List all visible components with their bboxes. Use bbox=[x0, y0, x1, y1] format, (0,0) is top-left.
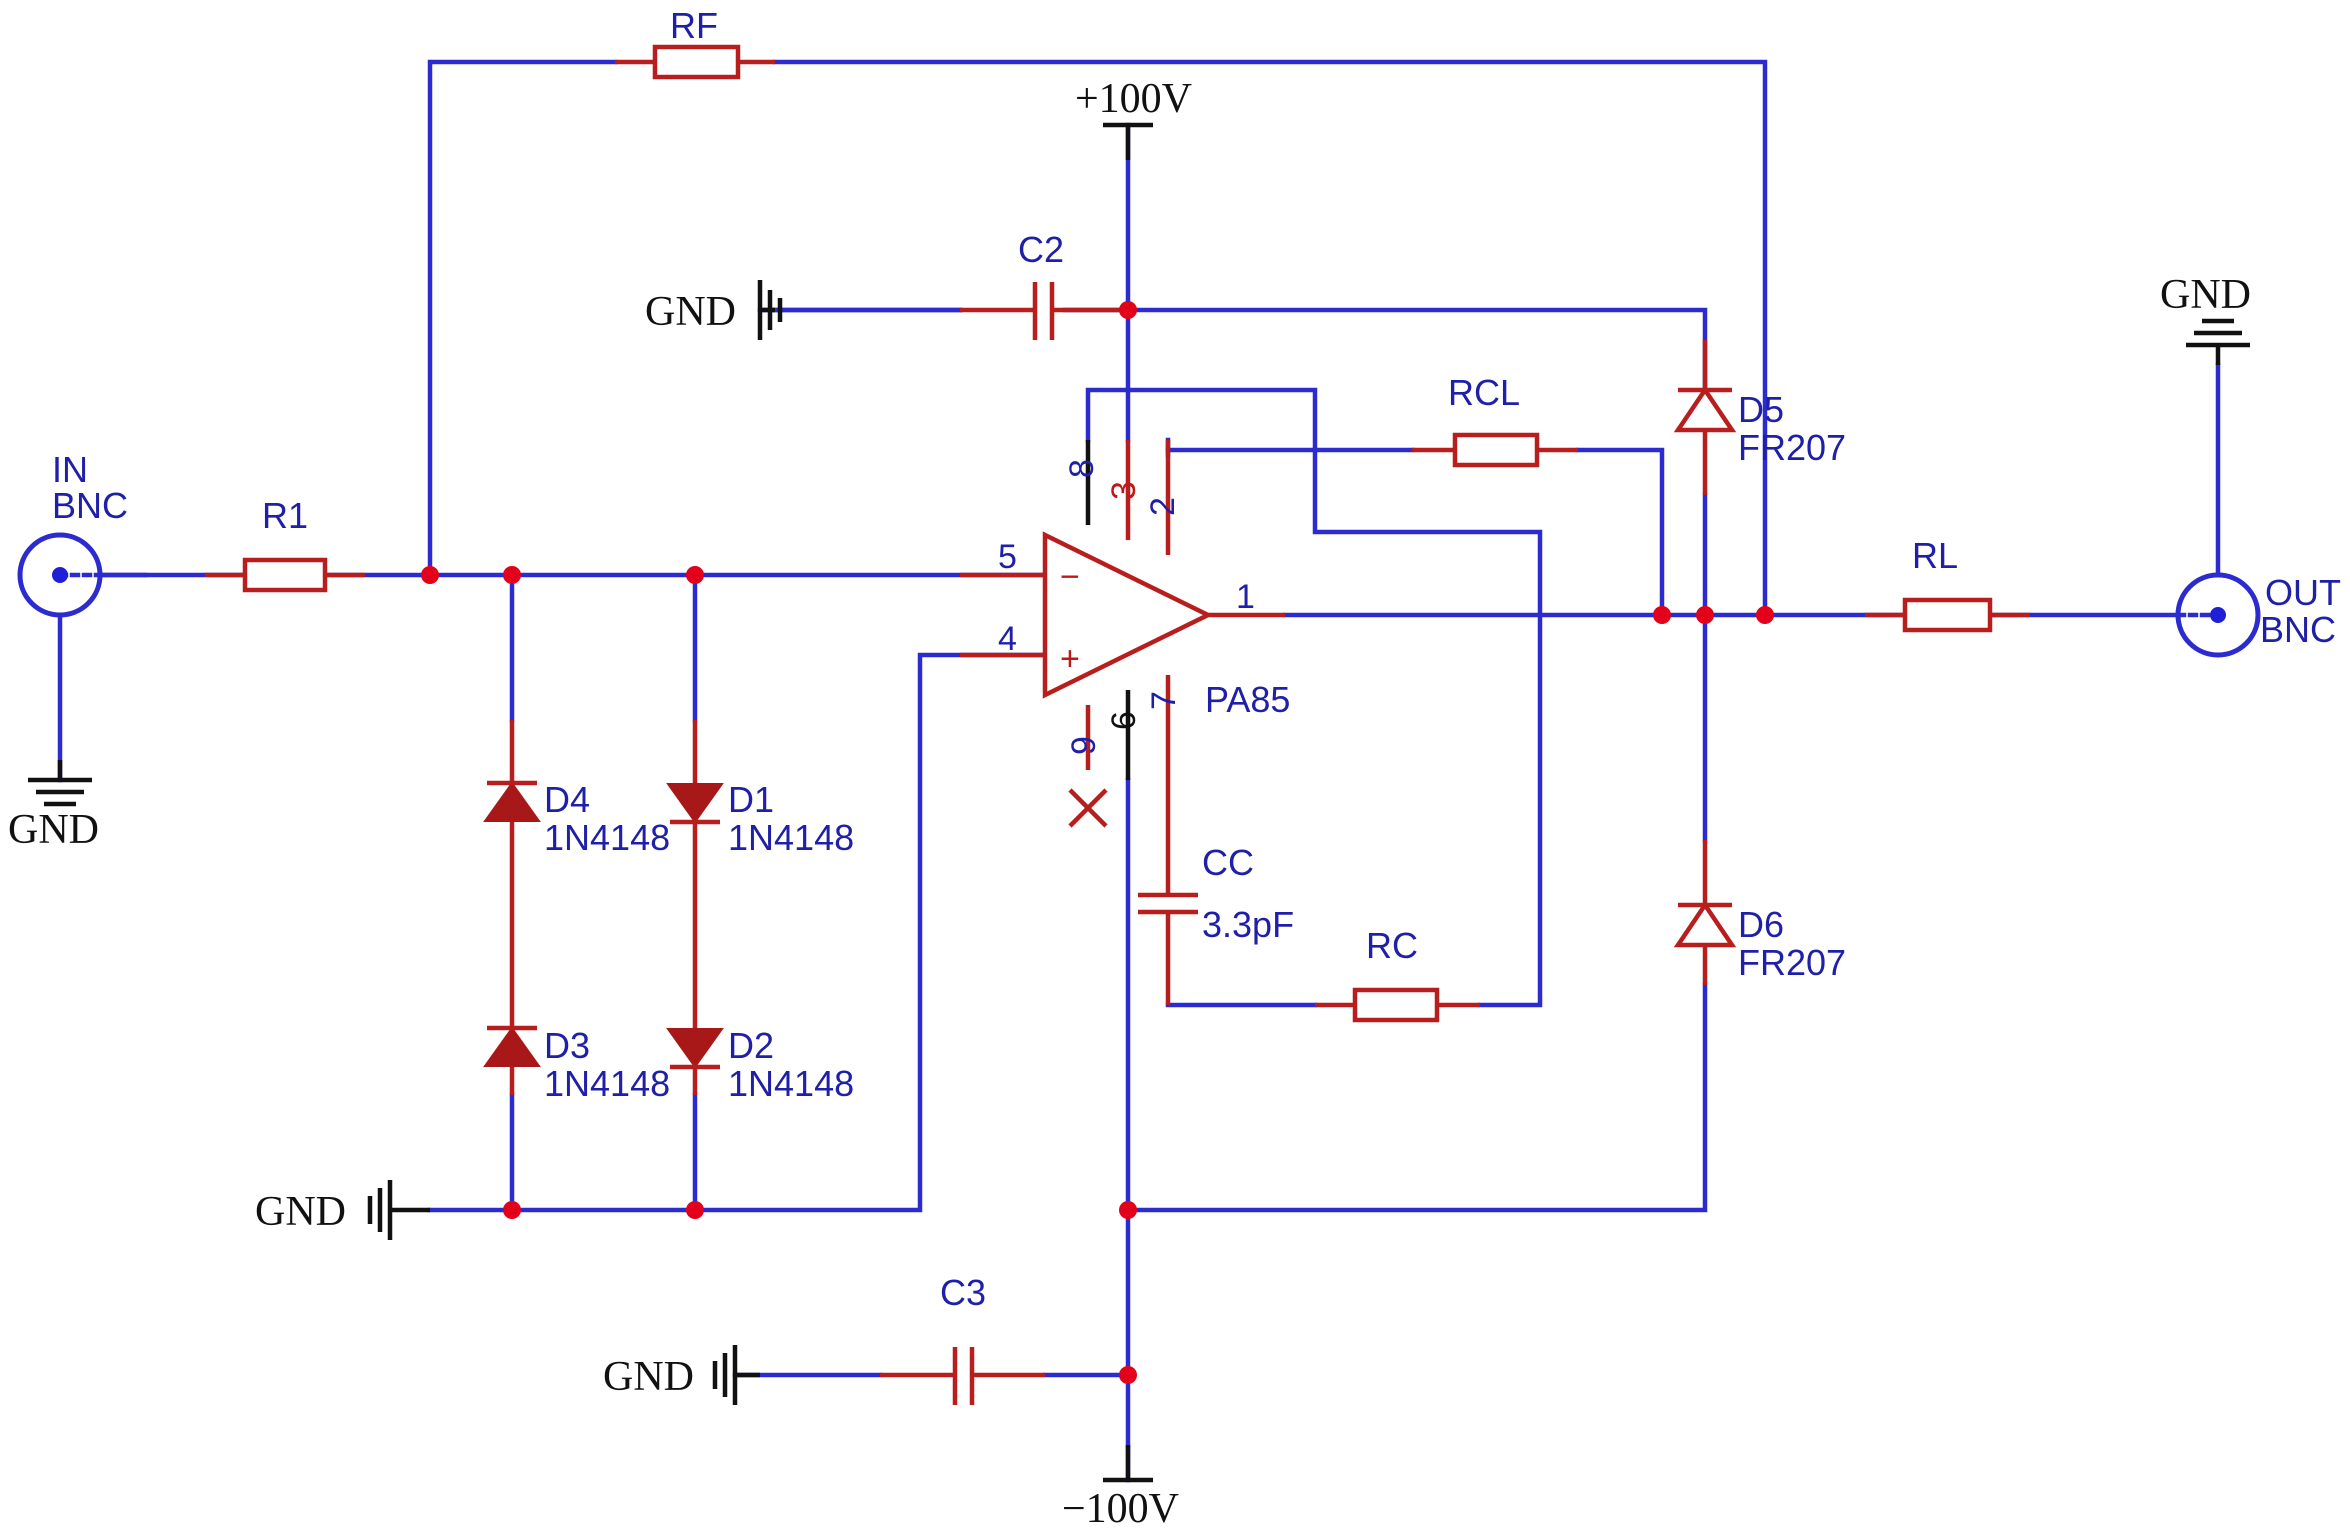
d3-label: D3 bbox=[544, 1025, 590, 1066]
pin-2-label: 2 bbox=[1144, 497, 1182, 516]
pin-7-label: 7 bbox=[1145, 691, 1183, 710]
c2-label: C2 bbox=[1018, 229, 1064, 270]
gnd-in: GND bbox=[8, 760, 99, 853]
pin-4-label: 4 bbox=[998, 620, 1017, 658]
junction-dot bbox=[1119, 301, 1137, 319]
junction-dot bbox=[1756, 606, 1774, 624]
diode-d3: D3 1N4148 bbox=[483, 875, 670, 1104]
junction-dot bbox=[686, 566, 704, 584]
bnc-input: IN BNC bbox=[17, 449, 148, 618]
d1-part: 1N4148 bbox=[728, 817, 854, 858]
resistor-rf: RF bbox=[615, 5, 775, 80]
gnd-c2: GND bbox=[645, 280, 783, 340]
in-label: IN bbox=[52, 449, 88, 490]
noninverting-symbol: + bbox=[1060, 640, 1080, 678]
diode-d4: D4 1N4148 bbox=[483, 720, 670, 875]
vneg-label: −100V bbox=[1062, 1486, 1179, 1532]
d1-label: D1 bbox=[728, 779, 774, 820]
capacitor-cc: CC 3.3pF bbox=[1138, 780, 1294, 1005]
resistor-rc: RC bbox=[1315, 925, 1480, 1023]
junction-dot bbox=[1653, 606, 1671, 624]
pin-3-label: 3 bbox=[1105, 481, 1143, 500]
wires bbox=[57, 59, 2221, 1483]
gnd-c2-label: GND bbox=[645, 289, 736, 335]
diode-d5: D5 FR207 bbox=[1673, 340, 1846, 495]
junction-dot bbox=[503, 1201, 521, 1219]
in-bnc-label: BNC bbox=[52, 485, 128, 526]
inverting-symbol: − bbox=[1060, 558, 1080, 596]
d3-part: 1N4148 bbox=[544, 1063, 670, 1104]
pin-6-label: 6 bbox=[1105, 711, 1143, 730]
capacitor-c2: C2 bbox=[772, 229, 1128, 340]
opamp-triangle bbox=[1042, 531, 1214, 699]
junctions bbox=[421, 301, 1774, 1384]
bnc-output: OUT BNC bbox=[2175, 572, 2341, 658]
gnd-diodes: GND bbox=[255, 1180, 430, 1240]
rcl-label: RCL bbox=[1448, 372, 1520, 413]
cc-label: CC bbox=[1202, 842, 1254, 883]
d5-part: FR207 bbox=[1738, 427, 1846, 468]
gnd-c3-label: GND bbox=[603, 1354, 694, 1400]
capacitor-c3: C3 bbox=[880, 1272, 1045, 1405]
d4-label: D4 bbox=[544, 779, 590, 820]
diode-d2: D2 1N4148 bbox=[666, 875, 854, 1104]
gnd-out: GND bbox=[2160, 272, 2251, 365]
pin-8-label: 8 bbox=[1063, 459, 1101, 478]
junction-dot bbox=[503, 566, 521, 584]
junction-dot bbox=[1119, 1201, 1137, 1219]
rl-label: RL bbox=[1912, 535, 1958, 576]
opamp-label: PA85 bbox=[1205, 679, 1290, 720]
junction-dot bbox=[1696, 606, 1714, 624]
c3-label: C3 bbox=[940, 1272, 986, 1313]
resistor-r1: R1 bbox=[205, 495, 365, 593]
d6-label: D6 bbox=[1738, 904, 1784, 945]
gnd-in-label: GND bbox=[8, 807, 99, 853]
d2-label: D2 bbox=[728, 1025, 774, 1066]
junction-dot bbox=[421, 566, 439, 584]
gnd-diodes-label: GND bbox=[255, 1189, 346, 1235]
pin-1-label: 1 bbox=[1236, 578, 1255, 616]
vneg-rail: −100V bbox=[1062, 1445, 1179, 1532]
gnd-c3: GND bbox=[603, 1345, 760, 1405]
rc-label: RC bbox=[1366, 925, 1418, 966]
rf-label: RF bbox=[670, 5, 718, 46]
junction-dot bbox=[686, 1201, 704, 1219]
gnd-out-label: GND bbox=[2160, 272, 2251, 318]
r1-label: R1 bbox=[262, 495, 308, 536]
d4-part: 1N4148 bbox=[544, 817, 670, 858]
d5-label: D5 bbox=[1738, 389, 1784, 430]
junction-dot bbox=[1119, 1366, 1137, 1384]
cc-value: 3.3pF bbox=[1202, 904, 1294, 945]
pin-9-label: 9 bbox=[1065, 736, 1103, 755]
d6-part: FR207 bbox=[1738, 942, 1846, 983]
diode-d1: D1 1N4148 bbox=[666, 720, 854, 875]
opamp-pa85: − + PA85 5 4 1 8 3 2 9 6 7 bbox=[960, 440, 1290, 828]
resistor-rl: RL bbox=[1865, 535, 2030, 633]
out-bnc-label: BNC bbox=[2260, 609, 2336, 650]
vpos-label: +100V bbox=[1075, 76, 1192, 122]
d2-part: 1N4148 bbox=[728, 1063, 854, 1104]
pin-5-label: 5 bbox=[998, 538, 1017, 576]
resistor-rcl: RCL bbox=[1412, 372, 1578, 468]
diode-d6: D6 FR207 bbox=[1673, 840, 1846, 985]
vpos-rail: +100V bbox=[1075, 76, 1192, 160]
out-label: OUT bbox=[2265, 572, 2341, 613]
no-connect-mark bbox=[1068, 788, 1108, 828]
